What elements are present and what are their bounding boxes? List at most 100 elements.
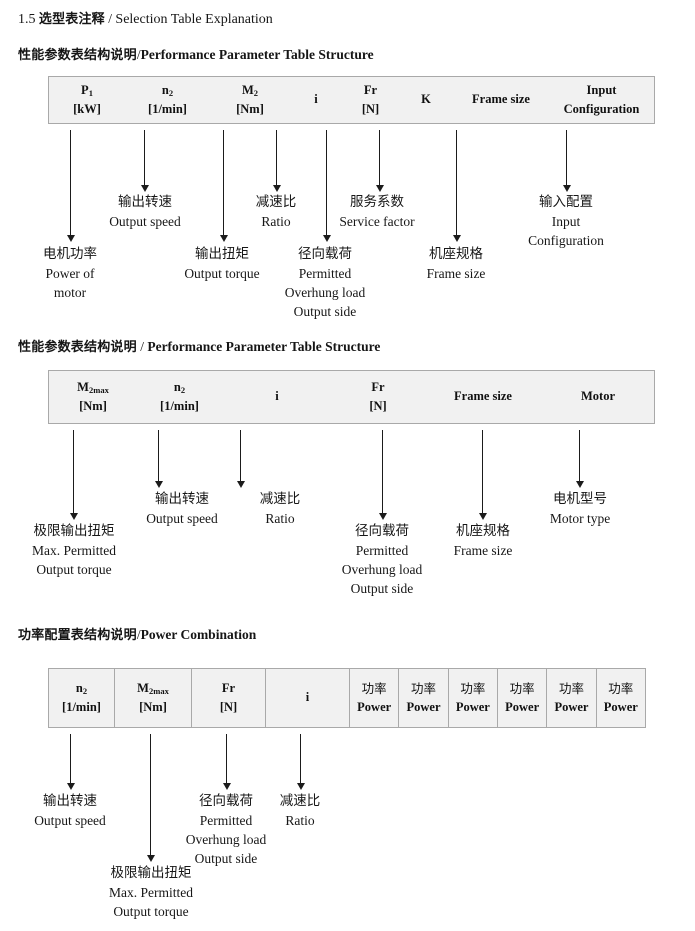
annotation-output-speed-3: 输出转速 Output speed [34, 792, 106, 830]
annotation-frame-size-2: 机座规格 Frame size [454, 522, 513, 560]
table3-col-m2max-sub: 2max [148, 685, 169, 696]
annotation-frame-size-2-en: Frame size [453, 543, 513, 559]
annotation-max-torque-3-cn: 极限输出扭矩 [110, 865, 192, 881]
table3-col-m2max: M2max [Nm] [114, 669, 191, 727]
annotation-output-speed-1-en: Output speed [109, 214, 181, 230]
section-3-heading-cn: 功率配置表结构说明 [18, 628, 137, 643]
annotation-ratio-3-cn: 减速比 [279, 793, 321, 809]
arrow-to-output-speed [140, 130, 149, 192]
table1-col-input-configuration: Input Configuration [549, 77, 654, 123]
annotation-service-factor-en: Service factor [339, 214, 415, 230]
arrow-to-output-speed-3 [66, 734, 75, 790]
table1-col-m2-sub: 2 [253, 87, 259, 98]
table3-col-i: i [265, 669, 349, 727]
table1-col-input-configuration-l2: Configuration [563, 102, 640, 116]
arrow-to-ratio-2 [236, 430, 245, 488]
table3-col-power-6-cn: 功率 [608, 680, 634, 696]
annotation-max-torque-2-en-1: Max. Permitted [32, 543, 116, 559]
annotation-service-factor-cn: 服务系数 [350, 194, 404, 210]
table2-col-n2-unit: [1/min] [160, 399, 199, 413]
annotation-overhung-load-3-en-3: Output side [194, 851, 258, 867]
annotation-output-speed-2-cn: 输出转速 [155, 491, 209, 507]
annotation-input-configuration-cn: 输入配置 [539, 194, 593, 210]
annotation-overhung-load-1-cn: 径向载荷 [297, 246, 352, 262]
table3-col-power-2-en: Power [406, 700, 441, 714]
table1-col-m2: M2 [Nm] [210, 77, 290, 123]
table3-col-fr-symbol: Fr [221, 680, 236, 695]
annotation-service-factor: 服务系数 Service factor [339, 193, 414, 231]
table3-col-power-4: 功率 Power [496, 669, 546, 727]
table1-col-input-configuration-l1: Input [586, 82, 617, 97]
annotation-overhung-load-1-en-2: Overhung load [284, 285, 366, 301]
annotation-motor-type-cn: 电机型号 [553, 491, 607, 507]
annotation-overhung-load-1: 径向载荷 Permitted Overhung load Output side [285, 245, 366, 322]
table1-col-n2-symbol: n [161, 82, 169, 97]
table2-col-n2: n2 [1/min] [137, 371, 222, 423]
annotation-ratio-2-en: Ratio [265, 511, 295, 527]
annotation-output-speed-1-cn: 输出转速 [118, 194, 172, 210]
annotation-overhung-load-2-en-2: Overhung load [341, 562, 423, 578]
table3-col-m2max-symbol: M [137, 680, 149, 695]
annotation-output-speed-2: 输出转速 Output speed [146, 490, 218, 528]
annotation-overhung-load-3-en-1: Permitted [199, 813, 253, 829]
annotation-ratio-3-en: Ratio [285, 813, 315, 829]
annotation-max-torque-3-en-2: Output torque [113, 904, 189, 920]
annotation-output-torque-cn: 输出扭矩 [195, 246, 249, 262]
section-2-heading-cn: 性能参数表结构说明 [18, 340, 137, 355]
table3-col-n2-sub: 2 [82, 685, 88, 696]
table3-col-n2: n2 [1/min] [49, 669, 114, 727]
annotation-frame-size-1-cn: 机座规格 [428, 246, 483, 262]
table2-col-i: i [222, 371, 332, 423]
annotation-input-configuration-en-2: Configuration [528, 233, 604, 249]
table1-col-n2-unit: [1/min] [148, 102, 187, 116]
table1-col-n2-sub: 2 [168, 87, 174, 98]
table1-col-p1-sub: 1 [88, 87, 93, 98]
annotation-output-speed-2-en: Output speed [146, 511, 218, 527]
table2-col-fr-unit: [N] [369, 399, 387, 413]
arrow-to-input-configuration [562, 130, 571, 192]
section-3-separator: / [136, 627, 141, 642]
section-title-en: Selection Table Explanation [115, 12, 273, 27]
annotation-output-speed-3-en: Output speed [34, 813, 106, 829]
arrow-to-overhung-load [322, 130, 331, 242]
annotation-output-speed-3-cn: 输出转速 [43, 793, 97, 809]
table3-col-power-3-en: Power [455, 700, 490, 714]
table2-col-frame-size: Frame size [424, 371, 542, 423]
annotation-motor-type: 电机型号 Motor type [550, 490, 610, 528]
section-1-separator: / [136, 47, 141, 62]
arrow-to-overhung-load-2 [378, 430, 387, 520]
table3-col-fr-unit: [N] [219, 700, 238, 714]
table3-col-n2-unit: [1/min] [62, 700, 101, 714]
annotation-power-of-motor-cn: 电机功率 [43, 246, 97, 262]
section-2-heading-en: Performance Parameter Table Structure [147, 339, 381, 354]
power-combination-table: n2 [1/min] M2max [Nm] Fr [N] i 功率 Power … [48, 668, 646, 728]
table1-col-p1-unit: [kW] [73, 102, 101, 116]
annotation-power-of-motor-en-2: motor [53, 285, 87, 301]
table2-col-i-symbol: i [275, 389, 279, 404]
annotation-power-of-motor: 电机功率 Power of motor [43, 245, 97, 302]
table3-col-power-1-en: Power [357, 700, 392, 714]
table1-col-frame-size: Frame size [453, 77, 549, 123]
table1-col-k: K [399, 77, 453, 123]
annotation-ratio-1: 减速比 Ratio [256, 193, 297, 231]
annotation-overhung-load-2-cn: 径向载荷 [354, 523, 409, 539]
table2-col-m2max-sub: 2max [88, 384, 109, 395]
annotation-ratio-1-cn: 减速比 [255, 194, 297, 210]
annotation-overhung-load-2-en-1: Permitted [355, 543, 409, 559]
table1-col-fr-unit: [N] [361, 102, 380, 116]
annotation-frame-size-1: 机座规格 Frame size [427, 245, 486, 283]
annotation-ratio-2: 减速比 Ratio [260, 490, 301, 528]
annotation-max-permitted-output-torque-2: 极限输出扭矩 Max. Permitted Output torque [32, 522, 116, 579]
annotation-output-speed-1: 输出转速 Output speed [109, 193, 181, 231]
table3-col-power-4-cn: 功率 [509, 680, 535, 696]
table1-col-i: i [290, 77, 342, 123]
table1-col-p1: P1 [kW] [49, 77, 125, 123]
table2-col-frame-size-label: Frame size [454, 389, 512, 404]
table2-col-fr-symbol: Fr [371, 379, 385, 394]
annotation-max-torque-2-cn: 极限输出扭矩 [33, 523, 115, 539]
section-2-separator: / [140, 339, 144, 354]
arrow-to-service-factor [375, 130, 384, 192]
arrow-to-ratio [272, 130, 281, 192]
table3-col-power-2: 功率 Power [398, 669, 447, 727]
section-1-heading-en: Performance Parameter Table Structure [140, 47, 374, 62]
